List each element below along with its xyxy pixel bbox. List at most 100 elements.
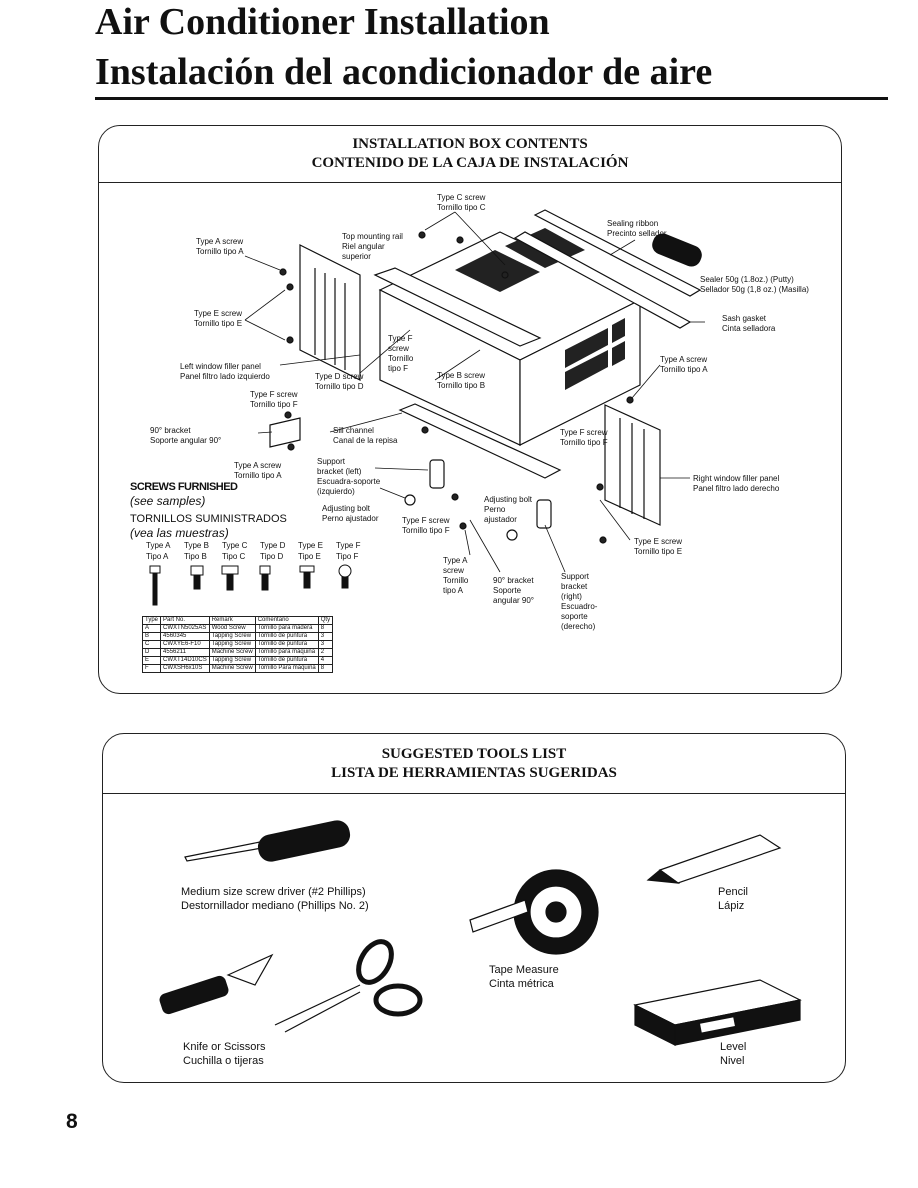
screwdriver-icon <box>184 820 351 862</box>
screw-type-es: Tipo F <box>336 552 359 561</box>
title-rule <box>95 97 888 100</box>
table-cell: Tapping Screw <box>208 632 256 641</box>
table-cell: CWXYE6-F10 <box>160 640 210 649</box>
table-cell: 3 <box>317 632 334 641</box>
table-cell: F <box>141 664 162 673</box>
screw-sample-icons <box>149 564 352 606</box>
screw-type-es: Tipo C <box>222 552 246 561</box>
tools-illustrations <box>159 820 802 1046</box>
screw-c-sample <box>221 565 239 591</box>
tools-heading-en: SUGGESTED TOOLS LIST <box>381 746 567 762</box>
screw-type-en: Type F <box>336 541 361 550</box>
table-cell: Tornillo de puntura <box>254 632 319 641</box>
top-mounting-rail <box>373 267 542 347</box>
screws-furnished-es-sub: (vea las muestras) <box>130 526 229 540</box>
table-cell: Tornillo de puntura <box>254 640 319 649</box>
screw-type-es: Tipo B <box>184 552 207 561</box>
sealer-putty <box>652 233 702 267</box>
table-cell: Tornillo para máquina <box>254 648 319 657</box>
installation-box-panel: INSTALLATION BOX CONTENTS CONTENIDO DE L… <box>98 125 842 694</box>
table-cell: CWXSH6x10S <box>160 664 210 673</box>
screw-f-sample <box>338 564 352 589</box>
table-cell: Tapping Screw <box>208 656 256 665</box>
tools-heading-es: LISTA DE HERRAMIENTAS SUGERIDAS <box>331 765 617 781</box>
table-cell: Machine Screw <box>208 664 256 673</box>
table-cell: 4560345 <box>160 632 210 641</box>
screws-furnished-en-sub: (see samples) <box>130 494 206 508</box>
table-header-row: Type Part No. Remark Comentario Qty <box>141 616 334 625</box>
table-header: Type <box>141 616 162 625</box>
table-cell: 8 <box>317 664 334 673</box>
screws-furnished-en: SCREWS FURNISHED <box>130 481 238 493</box>
heading-en: INSTALLATION BOX CONTENTS <box>352 136 588 152</box>
table-header: Qty <box>317 616 334 625</box>
table-cell: CWXTN5025AS <box>160 624 210 633</box>
table-cell: D <box>141 648 162 657</box>
screw-type-en: Type D <box>260 541 286 550</box>
table-header: Comentario <box>254 616 319 625</box>
screw-d-sample <box>259 565 271 591</box>
bracket-90-left <box>269 417 301 448</box>
table-cell: C <box>141 640 162 649</box>
level-icon <box>633 979 802 1046</box>
diagram-screws <box>279 231 634 544</box>
page-number: 8 <box>66 1110 78 1133</box>
ac-side-vents <box>565 318 625 390</box>
table-cell: Machine Screw <box>208 648 256 657</box>
screw-e-sample <box>299 565 315 589</box>
label-sealer: Sealer 50g (1.8oz.) (Putty)Sellador 50g … <box>700 275 809 294</box>
suggested-tools-heading: SUGGESTED TOOLS LIST LISTA DE HERRAMIENT… <box>103 734 845 794</box>
table-cell: Wood Screw <box>208 624 256 633</box>
leader-lines <box>244 211 705 573</box>
screw-type-es: Tipo D <box>260 552 284 561</box>
table-cell: 4 <box>317 656 334 665</box>
table-cell: Tornillo para madera <box>254 624 319 633</box>
scissors-icon <box>274 939 423 1033</box>
screw-type-labels: Type A Type B Type C Type D Type E Type … <box>146 540 374 562</box>
screw-type-en: Type E <box>298 541 323 550</box>
table-header: Part No. <box>160 616 210 625</box>
table-cell: CWXT14D10CS <box>160 656 210 665</box>
suggested-tools-panel: SUGGESTED TOOLS LIST LISTA DE HERRAMIENT… <box>102 733 846 1083</box>
installation-box-heading: INSTALLATION BOX CONTENTS CONTENIDO DE L… <box>99 126 841 183</box>
screw-b-sample <box>190 565 204 590</box>
table-cell: 3 <box>317 640 334 649</box>
screw-type-es: Tipo E <box>298 552 321 561</box>
heading-es: CONTENIDO DE LA CAJA DE INSTALACIÓN <box>311 155 629 171</box>
screws-furnished: SCREWS FURNISHED (see samples) TORNILLOS… <box>130 480 287 540</box>
screws-furnished-es: TORNILLOS SUMINISTRADOS <box>130 513 287 525</box>
tape-measure-icon <box>469 869 599 955</box>
table-cell: Tornillo de puntura <box>254 656 319 665</box>
support-bracket-right <box>536 499 552 529</box>
table-header: Remark <box>208 616 256 625</box>
screw-type-es: Tipo A <box>146 552 169 561</box>
screw-a-sample <box>149 565 161 606</box>
table-cell: E <box>141 656 162 665</box>
knife-icon <box>159 953 274 1015</box>
